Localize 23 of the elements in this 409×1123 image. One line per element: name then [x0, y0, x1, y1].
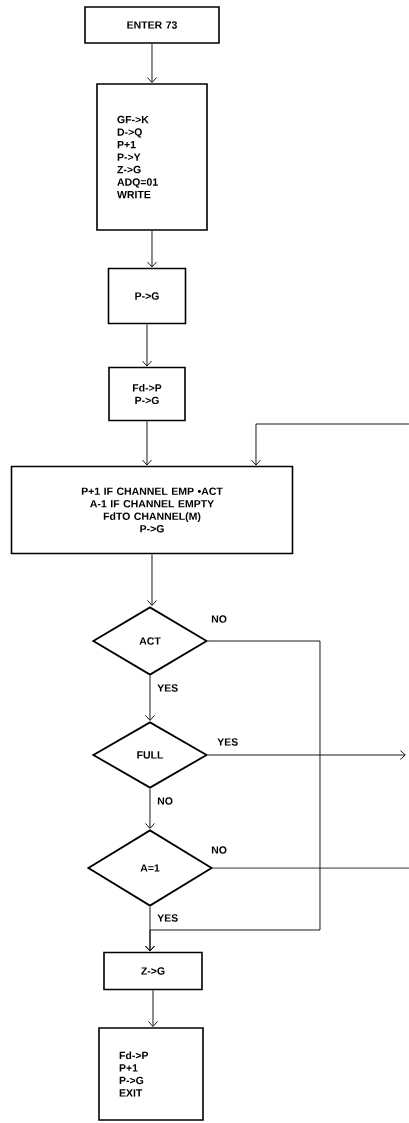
process-box: Z->G [103, 951, 203, 991]
process-box: P+1 IF CHANNEL EMP •ACT A-1 IF CHANNEL EMPTY FdTO CHANNEL(M) P->G [10, 465, 294, 555]
edge-label: YES [216, 737, 240, 747]
arrow [147, 553, 157, 606]
edge-label: NO [210, 614, 228, 624]
process-box: Fd->P P+1 P->G EXIT [98, 1027, 204, 1121]
arrow [142, 323, 152, 367]
arrow [145, 675, 155, 721]
process-box: GF->K D->Q P+1 P->Y Z->G ADQ=01 WRITE [96, 83, 208, 231]
arrow [145, 788, 155, 829]
edge-label: NO [156, 796, 174, 806]
arrow [145, 906, 155, 952]
arrow [147, 230, 157, 268]
arrow [147, 43, 157, 83]
arrow [148, 989, 158, 1027]
arrow [251, 423, 409, 466]
arrow [207, 750, 406, 760]
process-box: ENTER 73 [84, 6, 220, 44]
edge-label: YES [156, 913, 180, 923]
process-box: Fd->P P->G [108, 366, 186, 422]
edge-label: YES [156, 683, 180, 693]
arrow [142, 420, 152, 466]
process-box: P->G [107, 267, 187, 325]
